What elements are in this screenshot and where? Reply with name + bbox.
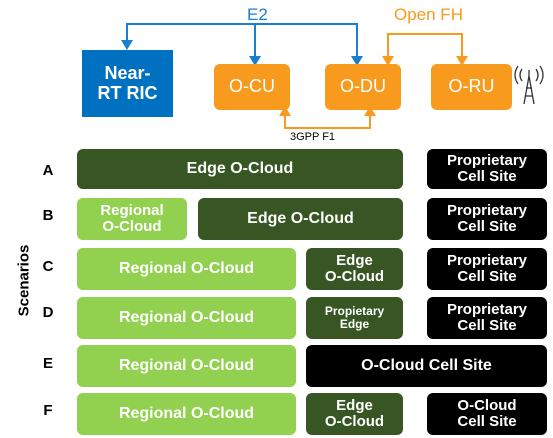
scenario-a-edge-ocloud: Edge O-Cloud [77, 149, 403, 189]
arrow-odu-f1-icon [364, 106, 376, 116]
scenario-label-e: E [42, 355, 53, 372]
scenario-f-regional-ocloud: Regional O-Cloud [77, 393, 296, 435]
scenario-label-c: C [42, 258, 54, 275]
scenario-f-ocloud-cell-site: O-Cloud Cell Site [427, 393, 547, 435]
scenario-f-edge-ocloud: Edge O-Cloud [306, 393, 403, 435]
scenario-label-f: F [43, 402, 53, 419]
e2-label: E2 [247, 5, 268, 24]
near-rt-ric-node: Near- RT RIC [82, 50, 173, 117]
f1-label: 3GPP F1 [290, 131, 336, 143]
e2-link [126, 23, 358, 60]
antenna-icon [514, 65, 544, 105]
scenario-c-cell-site: Proprietary Cell Site [427, 248, 547, 290]
scenario-d-proprietary-edge: Propietary Edge [306, 297, 403, 339]
scenario-label-a: A [42, 162, 54, 179]
f1-link [284, 112, 371, 129]
scenarios-axis-label: Scenarios [15, 244, 33, 317]
arrow-oru-icon [456, 56, 468, 66]
scenario-d-cell-site: Proprietary Cell Site [427, 297, 547, 339]
scenario-b-edge-ocloud: Edge O-Cloud [198, 198, 403, 240]
scenario-b-regional-ocloud: Regional O-Cloud [77, 198, 187, 240]
scenario-c-regional-ocloud: Regional O-Cloud [77, 248, 296, 290]
scenario-label-b: B [42, 207, 54, 224]
arrow-odu-icon [351, 56, 363, 66]
scenario-b-cell-site: Proprietary Cell Site [427, 198, 547, 240]
scenario-d-proprietary-edge-text: Propietary Edge [324, 303, 385, 331]
arrow-ocu-f1-icon [279, 106, 291, 116]
arrow-ocu-icon [249, 56, 261, 66]
scenario-e-regional-ocloud: Regional O-Cloud [77, 345, 296, 387]
scenario-label-d: D [42, 304, 54, 321]
open-fh-link [387, 33, 463, 62]
scenario-d-regional-ocloud: Regional O-Cloud [77, 297, 296, 339]
scenario-e-ocloud-cell-site: O-Cloud Cell Site [306, 345, 547, 387]
scenario-c-edge-ocloud: Edge O-Cloud [306, 248, 403, 290]
arrow-ric-icon [121, 40, 133, 50]
o-du-node: O-DU [325, 64, 401, 110]
arrow-odu-fh-icon [382, 56, 394, 66]
open-fh-label: Open FH [394, 5, 463, 24]
scenario-a-cell-site: Proprietary Cell Site [427, 149, 547, 189]
o-cu-node: O-CU [214, 64, 290, 110]
o-ru-node: O-RU [431, 64, 512, 110]
